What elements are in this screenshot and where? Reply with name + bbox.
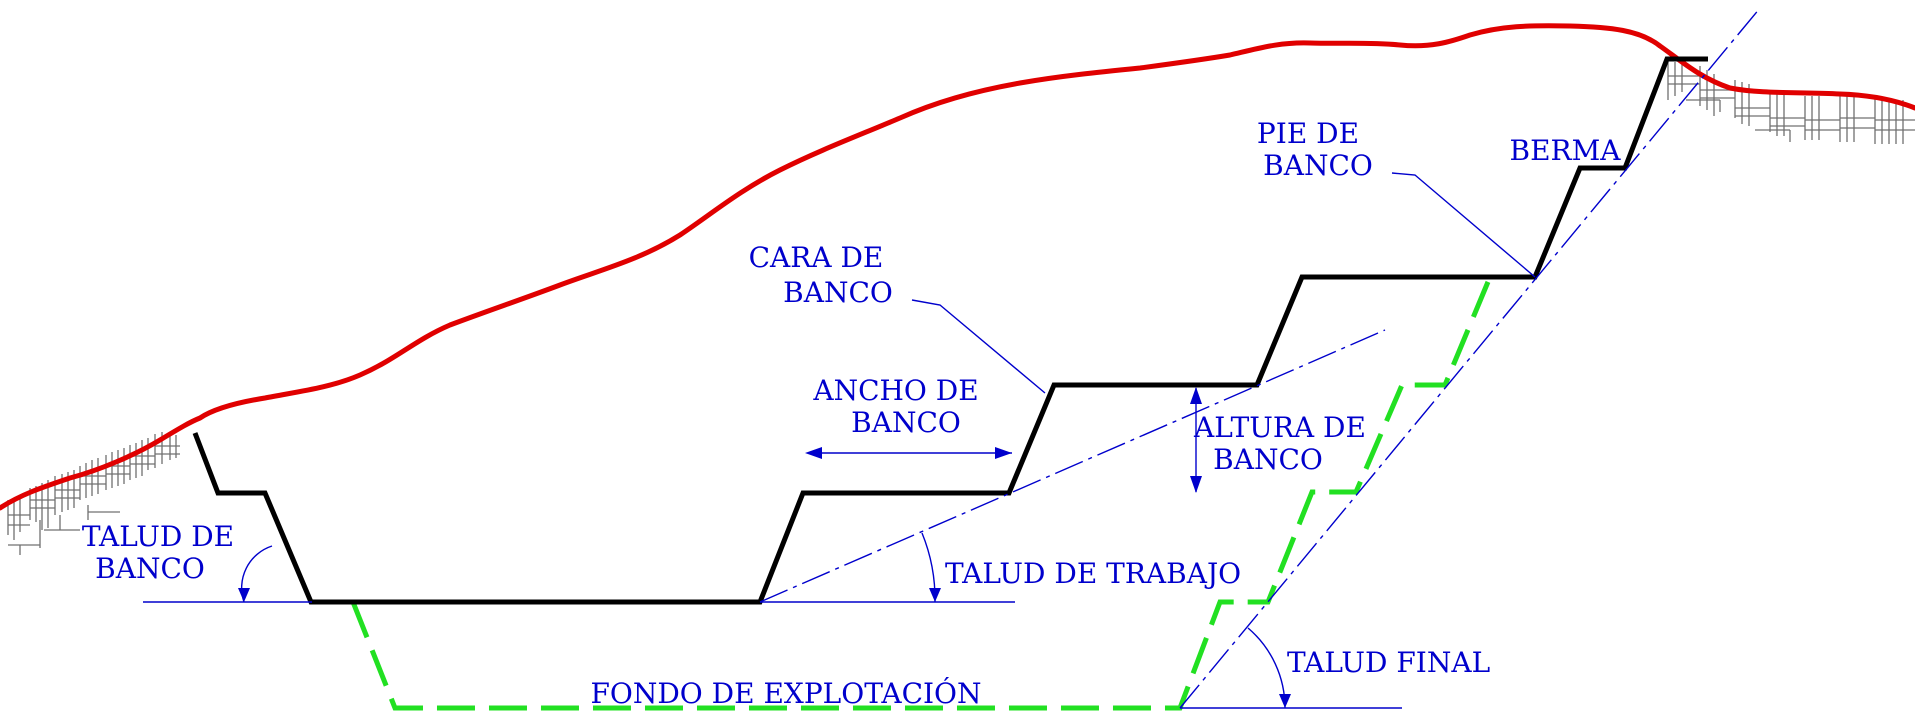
talud-final-label: TALUD FINAL	[1287, 646, 1490, 679]
berma-label: BERMA	[1510, 134, 1622, 167]
rock-hatch-left	[7, 432, 180, 555]
altura-de-banco-bottom-arrowhead	[1190, 476, 1202, 493]
ancho-de-banco-label-line1: ANCHO DE	[812, 374, 978, 407]
talud-de-banco-label-line2: BANCO	[95, 552, 205, 585]
talud-de-trabajo-arrowhead	[929, 588, 941, 602]
pie-de-banco-label-line1: PIE DE	[1257, 117, 1359, 150]
talud-final-arrowhead	[1279, 694, 1291, 708]
altura-de-banco-label-line1: ALTURA DE	[1193, 411, 1366, 444]
pie-de-banco-leader	[1391, 172, 1536, 278]
final-pit-outline	[350, 276, 1493, 711]
altura-de-banco-label-line2: BANCO	[1213, 443, 1323, 476]
talud-final-angle-arc	[1247, 627, 1286, 709]
fondo-de-explotacion-label: FONDO DE EXPLOTACIÓN	[590, 676, 981, 710]
ancho-de-banco-left-arrowhead	[805, 447, 822, 459]
talud-de-banco-arrowhead	[238, 588, 250, 602]
rock-hatch-right	[1667, 62, 1915, 144]
terrain-surface-line	[0, 23, 1915, 511]
ancho-de-banco-right-arrowhead	[995, 447, 1012, 459]
final-slope-line	[1179, 7, 1761, 709]
cara-de-banco-label-line1: CARA DE	[749, 241, 884, 274]
ancho-de-banco-label-line2: BANCO	[851, 406, 961, 439]
current-pit-bench-profile	[192, 56, 1708, 605]
working-slope-line	[759, 329, 1386, 603]
cara-de-banco-label-line2: BANCO	[783, 276, 893, 309]
cara-de-banco-leader	[911, 299, 1046, 394]
pie-de-banco-label-line2: BANCO	[1263, 149, 1373, 182]
talud-de-trabajo-label: TALUD DE TRABAJO	[945, 557, 1241, 590]
talud-de-banco-label-line1: TALUD DE	[82, 520, 234, 553]
altura-de-banco-top-arrowhead	[1190, 387, 1202, 404]
